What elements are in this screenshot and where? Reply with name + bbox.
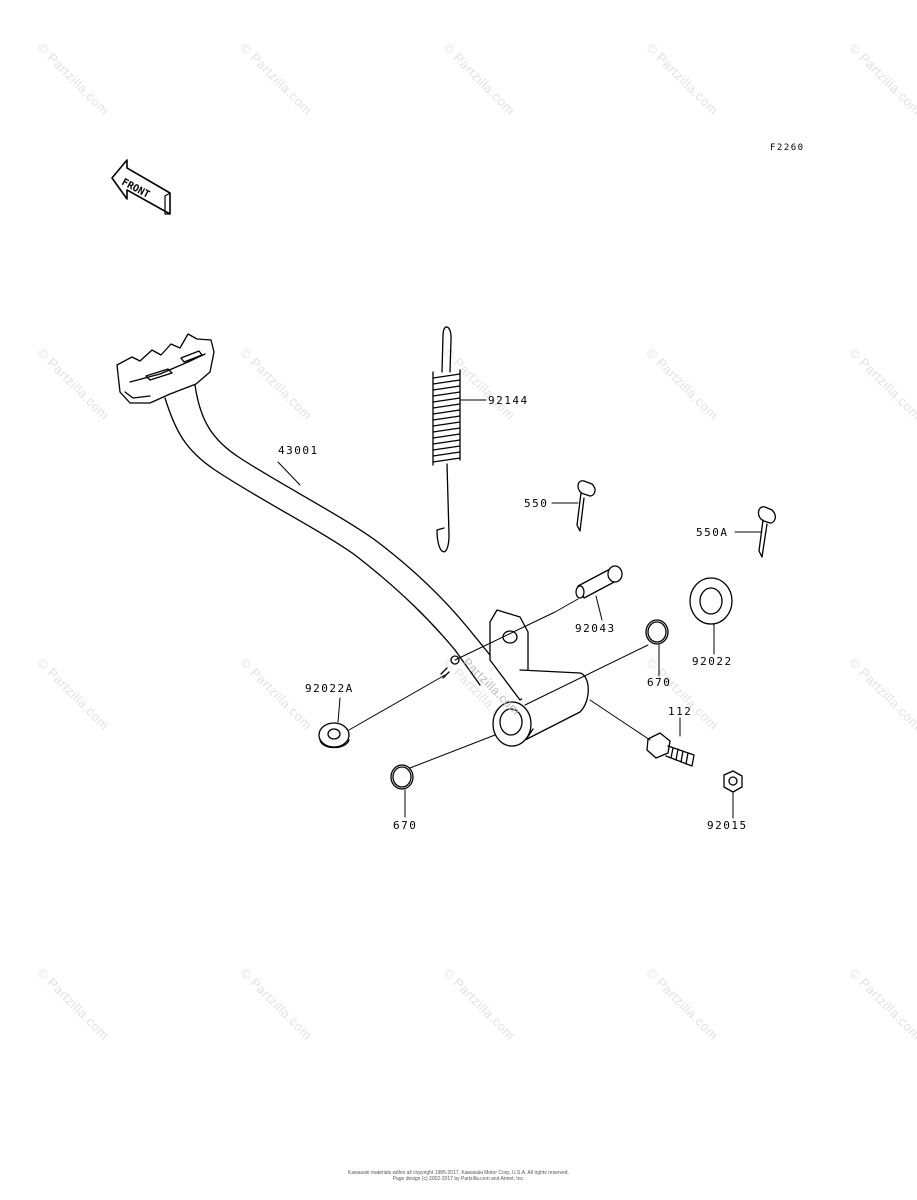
- washer-92022-part: [689, 577, 733, 625]
- o-ring-lower-part: [390, 764, 414, 790]
- part-label-112[interactable]: 112: [668, 705, 693, 718]
- cotter-pin-550-part: [576, 480, 596, 532]
- part-label-92022[interactable]: 92022: [692, 655, 733, 668]
- spring-part: [432, 326, 461, 553]
- part-label-550[interactable]: 550: [524, 497, 549, 510]
- copyright-notice: Kawasaki materials within all copyright …: [0, 1170, 917, 1182]
- cotter-pin-550a-part: [757, 506, 776, 558]
- brake-pedal-part: [116, 333, 589, 747]
- part-label-92043[interactable]: 92043: [575, 622, 616, 635]
- nut-part: [723, 770, 743, 793]
- copyright-line-2: Page design (c) 2002-2017 by Partzilla.c…: [392, 1176, 525, 1182]
- washer-92022a-part: [318, 722, 350, 749]
- part-label-92022a[interactable]: 92022A: [305, 682, 354, 695]
- part-label-92144[interactable]: 92144: [488, 394, 529, 407]
- part-label-550a[interactable]: 550A: [696, 526, 729, 539]
- diagram-code: F2260: [770, 143, 805, 153]
- bolt-part: [646, 732, 695, 767]
- part-label-92015[interactable]: 92015: [707, 819, 748, 832]
- part-label-670-lower[interactable]: 670: [393, 819, 418, 832]
- o-ring-upper-part: [645, 619, 669, 645]
- leader-lines: [277, 399, 763, 819]
- copyright-line-1: Kawasaki materials within all copyright …: [348, 1170, 569, 1176]
- clevis-pin-part: [575, 565, 623, 599]
- part-label-43001[interactable]: 43001: [278, 444, 319, 457]
- part-label-670-upper[interactable]: 670: [647, 676, 672, 689]
- front-arrow-icon: FRONT: [111, 159, 171, 215]
